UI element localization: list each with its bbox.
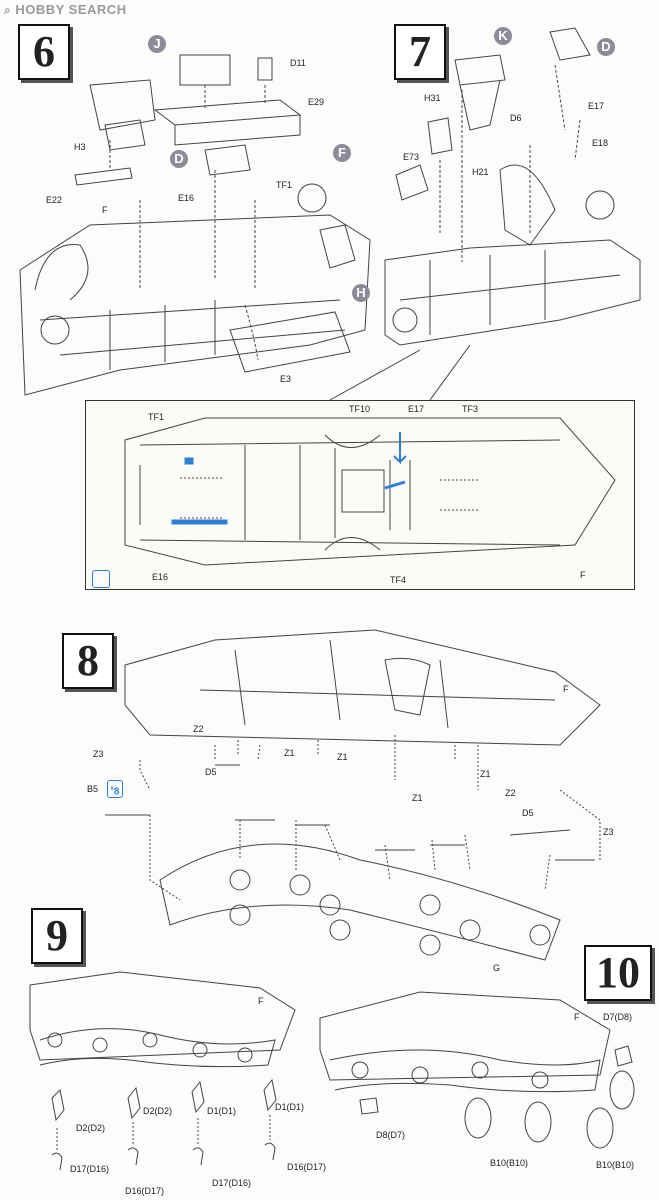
label-s8-d5-right: D5 [522,808,534,818]
s7-part-k [454,54,506,131]
label-s10-f: F [574,1012,580,1022]
label-s9-d16-b: D16(D17) [287,1162,327,1172]
label-s8-f: F [563,684,569,694]
s6-part-h3 [74,167,133,186]
label-e29: E29 [308,97,325,107]
label-s10-d8: D8(D7) [376,1130,406,1140]
label-h3: H3 [74,142,86,152]
label-detail-tf1: TF1 [148,412,165,422]
label-s9-d16-a: D16(D17) [125,1186,165,1196]
label-h21: H21 [472,167,489,177]
step-6-number: 6 [18,24,70,80]
s10-wheel-3 [586,1107,614,1149]
label-s8-b5: B5 [87,784,99,794]
label-s10-d7: D7(D8) [603,1012,633,1022]
step-10-number: 10 [584,945,652,1001]
s8-suspension [159,843,561,961]
label-detail-tf3: TF3 [462,404,479,414]
callout-f: F [333,144,351,162]
label-s8-z3-left: Z3 [93,749,104,759]
s6-part-e29 [153,99,302,146]
label-s8-z2-left: Z2 [193,724,204,734]
b5-multiplier: 8 [113,786,120,798]
label-s8-g: G [493,963,501,973]
callout-d-step6: D [170,150,188,168]
label-detail-tf4: TF4 [390,575,407,585]
s10-wheel-2 [524,1101,552,1143]
label-s8-z1-c: Z1 [412,793,423,803]
label-h31: H31 [424,93,441,103]
label-s8-d5-left: D5 [205,767,217,777]
s8-hull-outline [124,629,601,746]
s6-part-d [204,144,251,176]
label-s8-z1-a: Z1 [284,748,295,758]
b5-quantity-badge: x8 [107,780,123,798]
magnifier-icon: ⌕ [4,3,12,17]
label-e3: E3 [280,374,292,384]
s10-wheel-1 [464,1097,492,1139]
s7-part-h31 [427,117,453,155]
step-9-number: 9 [31,908,83,964]
s10-wheel-4 [609,1070,635,1110]
callout-h: H [352,284,370,302]
label-s10-b10-b: B10(B10) [596,1160,635,1170]
label-d11: D11 [290,58,306,68]
callout-d-step7: D [597,38,615,56]
label-s10-b10-a: B10(B10) [490,1158,529,1168]
watermark-text: HOBBY SEARCH [15,2,127,17]
label-detail-e16: E16 [152,572,169,582]
label-s9-d17-a: D17(D16) [70,1164,110,1174]
s9-part-d1 [191,1078,277,1114]
label-s9-d1-b: D1(D1) [275,1102,305,1112]
label-tf1: TF1 [276,180,293,190]
detail-tf1-highlight [184,457,194,465]
label-s9-d1-a: D1(D1) [207,1106,237,1116]
s10-part-d8 [359,1097,379,1115]
s6-hull-outline [19,214,371,396]
label-e22: E22 [46,195,63,205]
detail-e16-highlight [171,519,228,525]
s7-part-d [549,27,591,61]
s9-part-d2 [51,1086,141,1122]
s7-part-e73 [395,164,429,201]
s6-part-seat [89,79,156,151]
s6-part-j [179,54,231,86]
s9-hull-outline [29,971,296,1061]
label-s8-z3-right: Z3 [603,827,614,837]
callout-j: J [148,35,166,53]
s10-hull-outline [319,991,611,1081]
detail-tf-arrow [384,480,406,490]
s7-hull-outline [384,239,641,346]
detail-hull-plan [124,417,616,566]
s6-part-e3 [229,311,351,373]
callout-k: K [494,27,512,45]
label-f-step6: F [102,205,108,215]
label-e17-step7: E17 [588,101,605,111]
label-detail-e17: E17 [408,404,425,414]
label-e16: E16 [178,193,195,203]
step-7-number: 7 [394,24,446,80]
label-detail-f: F [580,570,586,580]
detail-e17-arrow [393,432,407,465]
cement-icon [92,570,110,588]
step-8-number: 8 [62,633,114,689]
label-detail-tf10: TF10 [349,404,371,414]
s6-wheel [297,183,327,213]
label-d6: D6 [510,113,522,123]
label-s8-z1-d: Z1 [480,769,491,779]
watermark: ⌕ HOBBY SEARCH [4,2,127,18]
s6-part-h [319,224,356,269]
label-s9-f: F [258,996,264,1006]
label-e73: E73 [403,152,420,162]
s6-part-d11 [257,57,273,81]
label-s9-d2-a: D2(D2) [76,1123,106,1133]
label-s9-d2-b: D2(D2) [143,1106,173,1116]
label-s8-z2-right: Z2 [505,788,516,798]
label-s8-z1-b: Z1 [337,752,348,762]
label-e18: E18 [592,138,609,148]
s10-part-d7 [614,1045,633,1067]
label-s9-d17-b: D17(D16) [212,1178,252,1188]
